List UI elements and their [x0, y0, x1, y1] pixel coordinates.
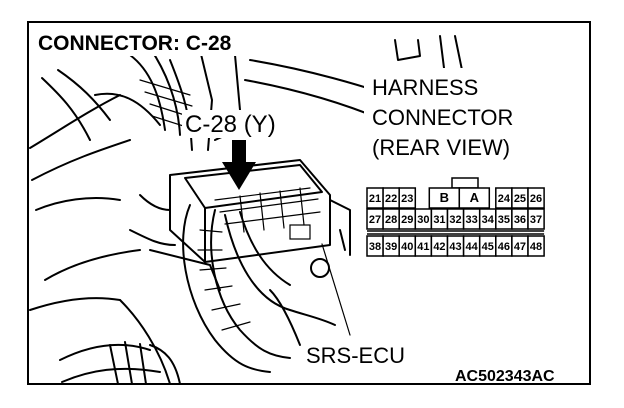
- pin-37: 37: [530, 214, 542, 226]
- pin-29: 29: [401, 214, 413, 226]
- harness-label-line1: HARNESS: [372, 75, 478, 100]
- pin-38: 38: [369, 241, 381, 253]
- pin-39: 39: [385, 241, 397, 253]
- pin-23-cell: [398, 187, 417, 209]
- pin-46: 46: [498, 241, 510, 253]
- pin-43: 43: [449, 241, 461, 253]
- diagram-title: CONNECTOR: C-28: [38, 32, 232, 55]
- pin-47: 47: [514, 241, 526, 253]
- pin-31: 31: [433, 214, 445, 226]
- connector-arrow: [222, 140, 256, 190]
- harness-label-bg: [364, 68, 542, 166]
- pin-a: A: [470, 190, 480, 205]
- pin-24: 24: [498, 193, 511, 205]
- ecu-label: SRS-ECU: [306, 343, 405, 368]
- connector-callout: C-28 (Y): [185, 111, 276, 138]
- ecu-label-bg: [302, 340, 424, 370]
- pin-28: 28: [385, 214, 397, 226]
- pin-25: 25: [514, 193, 526, 205]
- pin-34: 34: [482, 214, 495, 226]
- pin-30: 30: [417, 214, 429, 226]
- pin-36: 36: [514, 214, 526, 226]
- pin-26: 26: [530, 193, 542, 205]
- pin-26-cell: [527, 187, 545, 209]
- pin-42: 42: [433, 241, 445, 253]
- pin-21: 21: [369, 193, 381, 205]
- callout-bg: [182, 110, 292, 138]
- pin-23: 23: [401, 193, 413, 205]
- pin-40: 40: [401, 241, 413, 253]
- harness-label-line3: (REAR VIEW): [372, 135, 510, 160]
- pin-27: 27: [369, 214, 381, 226]
- pin-41: 41: [417, 241, 429, 253]
- pin-a-cell: [458, 187, 491, 209]
- ecu-leader-line: [321, 243, 351, 336]
- pin-37-cell: [527, 208, 545, 230]
- pin-33: 33: [466, 214, 478, 226]
- pin-48-cell: [527, 235, 545, 257]
- pin-35: 35: [498, 214, 510, 226]
- pin-32: 32: [449, 214, 461, 226]
- pin-45: 45: [482, 241, 494, 253]
- title-bg: [34, 26, 274, 56]
- pin-b: B: [440, 190, 449, 205]
- pin-44: 44: [466, 241, 479, 253]
- pin-48: 48: [530, 241, 542, 253]
- harness-label-line2: CONNECTOR: [372, 105, 513, 130]
- pin-22: 22: [385, 193, 397, 205]
- connector-latch: [451, 177, 479, 189]
- figure-code: AC502343AC: [455, 368, 555, 385]
